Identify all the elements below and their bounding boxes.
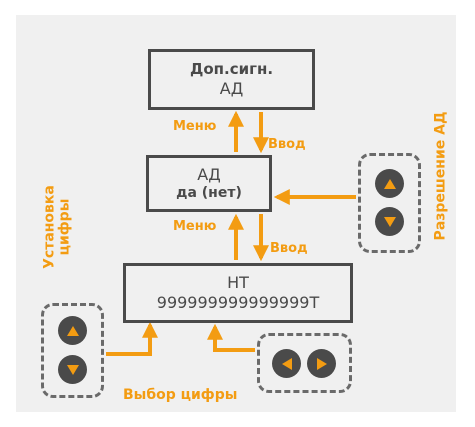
digit-down-button[interactable]: [58, 355, 87, 384]
digit-select-arrow: [207, 323, 255, 352]
menu-label-1: Меню: [173, 119, 217, 134]
triangle-down-icon: [66, 364, 79, 375]
set-digit-button-group: [41, 303, 104, 398]
triangle-right-icon: [316, 357, 327, 370]
digit-select-button-group: [257, 333, 352, 393]
right-button[interactable]: [307, 349, 336, 378]
permission-button-group: [358, 153, 421, 253]
up-button[interactable]: [375, 169, 404, 198]
digit-select-label: Выбор цифры: [123, 387, 238, 403]
down-button[interactable]: [375, 207, 404, 236]
box3-line2: 999999999999999Т: [156, 293, 320, 312]
digit-up-button[interactable]: [58, 316, 87, 345]
box2-line1: АД: [197, 164, 221, 184]
set-digit-arrow: [106, 321, 158, 356]
triangle-up-icon: [383, 178, 396, 189]
box-dop-signal: Доп.сигн. АД: [148, 49, 315, 110]
left-button[interactable]: [272, 349, 301, 378]
set-digit-label: Установка цифры: [41, 185, 73, 269]
box-nt: НТ 999999999999999Т: [123, 263, 353, 323]
box-ad: АД да (нет): [146, 155, 272, 212]
box1-line1: Доп.сигн.: [189, 60, 274, 79]
enter-label-2: Ввод: [270, 241, 308, 256]
enter-label-1: Ввод: [268, 137, 306, 152]
triangle-up-icon: [66, 325, 79, 336]
box3-line1: НТ: [227, 273, 249, 292]
box2-line2: да (нет): [176, 184, 242, 201]
triangle-left-icon: [281, 357, 292, 370]
permission-label: Разрешение АД: [432, 111, 449, 241]
menu-label-2: Меню: [173, 219, 217, 234]
triangle-down-icon: [383, 216, 396, 227]
box1-line2: АД: [219, 78, 244, 98]
